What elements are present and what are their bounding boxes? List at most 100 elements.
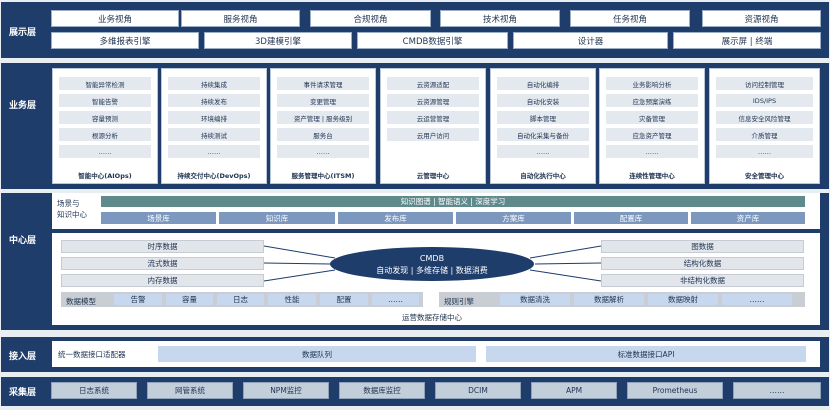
engine-3d[interactable]: 3D建模引擎 xyxy=(204,32,352,49)
card-continuity[interactable]: 业务影响分析 应急预案演练 灾备管理 应急资产管理 …… 连续性管理中心 xyxy=(599,68,705,184)
model-performance[interactable]: 性能 xyxy=(268,294,316,305)
card-item: 云运营管理 xyxy=(387,111,479,124)
card-item: 信息安全风险管理 xyxy=(716,111,813,124)
data-queue[interactable]: 数据队列 xyxy=(158,346,476,362)
knowledge-bar: 知识图谱 | 智能语义 | 深度学习 xyxy=(101,196,805,207)
collect-prometheus[interactable]: Prometheus xyxy=(627,382,723,399)
card-item: 持续测试 xyxy=(168,128,260,141)
card-item: 服务台 xyxy=(277,128,369,141)
card-item: 访问控制管理 xyxy=(716,77,813,90)
card-item: …… xyxy=(606,145,698,158)
card-title: 自动化执行中心 xyxy=(520,172,566,180)
card-item: …… xyxy=(277,145,369,158)
display-terminal[interactable]: 展示屏 | 终端 xyxy=(673,32,821,49)
card-itsm[interactable]: 事件请求管理 变更管理 资产管理 | 服务级别 服务台 …… 服务管理中心(IT… xyxy=(270,68,376,184)
card-item: 持续发布 xyxy=(168,94,260,107)
library-solution[interactable]: 方案库 xyxy=(456,212,571,224)
engine-report[interactable]: 多维报表引擎 xyxy=(51,32,199,49)
view-technology[interactable]: 技术视角 xyxy=(440,10,560,27)
right-data-structured[interactable]: 结构化数据 xyxy=(601,257,804,270)
rule-mapping[interactable]: 数据映射 xyxy=(648,294,718,305)
view-compliance[interactable]: 合规视角 xyxy=(310,10,431,27)
view-service[interactable]: 服务视角 xyxy=(181,10,300,27)
access-layer-label: 接入层 xyxy=(9,352,37,362)
storage-center-label: 运营数据存储中心 xyxy=(402,313,462,322)
display-layer-label: 展示层 xyxy=(9,28,37,38)
card-item: 资产管理 | 服务级别 xyxy=(277,111,369,124)
card-item: 灾备管理 xyxy=(606,111,698,124)
model-config[interactable]: 配置 xyxy=(320,294,368,305)
rule-more[interactable]: …… xyxy=(722,294,792,305)
model-capacity[interactable]: 容量 xyxy=(166,294,213,305)
card-item: …… xyxy=(497,145,589,158)
rule-cleaning[interactable]: 数据清洗 xyxy=(500,294,570,305)
engine-cmdb[interactable]: CMDB数据引擎 xyxy=(357,32,508,49)
collect-more[interactable]: …… xyxy=(733,382,821,399)
cmdb-subtitle: 自动发现 | 多维存储 | 数据消费 xyxy=(376,266,488,275)
card-title: 连续性管理中心 xyxy=(629,172,675,180)
collect-layer-label: 采集层 xyxy=(9,388,37,398)
cmdb-title[interactable]: CMDB xyxy=(419,254,445,263)
left-data-memory[interactable]: 内存数据 xyxy=(61,274,264,287)
collect-log[interactable]: 日志系统 xyxy=(51,382,137,399)
collect-apm[interactable]: APM xyxy=(531,382,617,399)
view-resource[interactable]: 资源视角 xyxy=(702,10,821,27)
library-asset[interactable]: 资产库 xyxy=(691,212,805,224)
left-data-timeseries[interactable]: 时序数据 xyxy=(61,240,264,253)
library-scene[interactable]: 场景库 xyxy=(101,212,216,224)
card-title: 云管理中心 xyxy=(416,172,450,180)
center-layer-label: 中心层 xyxy=(9,236,37,246)
view-task[interactable]: 任务视角 xyxy=(570,10,690,27)
card-item: 云资源适配 xyxy=(387,77,479,90)
card-item: 环境编排 xyxy=(168,111,260,124)
card-item: …… xyxy=(59,145,151,158)
card-item: …… xyxy=(168,145,260,158)
right-data-unstructured[interactable]: 非结构化数据 xyxy=(601,274,804,287)
collect-npm[interactable]: NPM监控 xyxy=(243,382,329,399)
card-item: 业务影响分析 xyxy=(606,77,698,90)
model-more[interactable]: …… xyxy=(372,294,419,305)
right-data-graph[interactable]: 图数据 xyxy=(601,240,804,253)
rule-engine-label: 规则引擎 xyxy=(444,297,474,306)
scene-knowledge-label: 场景与 知识中心 xyxy=(57,199,87,219)
card-aiops[interactable]: 智能异常检测 智能告警 容量预测 根源分析 …… 智能中心(AIOps) xyxy=(52,68,158,184)
card-item: 智能告警 xyxy=(59,94,151,107)
card-item: 自动化采集与备份 xyxy=(497,128,589,141)
data-api[interactable]: 标准数据接口API xyxy=(486,346,806,362)
library-release[interactable]: 发布库 xyxy=(338,212,453,224)
cmdb-ellipse xyxy=(330,247,534,281)
card-item: 容量预测 xyxy=(59,111,151,124)
left-data-stream[interactable]: 流式数据 xyxy=(61,257,264,270)
card-devops[interactable]: 持续集成 持续发布 环境编排 持续测试 …… 持续交付中心(DevOps) xyxy=(161,68,267,184)
rule-parsing[interactable]: 数据解析 xyxy=(574,294,644,305)
library-config[interactable]: 配置库 xyxy=(574,212,688,224)
data-model-label: 数据模型 xyxy=(66,297,96,306)
card-item: 自动化编排 xyxy=(497,77,589,90)
collect-network[interactable]: 网管系统 xyxy=(147,382,233,399)
card-automation[interactable]: 自动化编排 自动化安装 脚本管理 自动化采集与备份 …… 自动化执行中心 xyxy=(490,68,596,184)
card-item: 智能异常检测 xyxy=(59,77,151,90)
designer[interactable]: 设计器 xyxy=(513,32,668,49)
card-item: 云资源管理 xyxy=(387,94,479,107)
card-title: 持续交付中心(DevOps) xyxy=(177,172,251,180)
card-item: 事件请求管理 xyxy=(277,77,369,90)
card-security[interactable]: 访问控制管理 IDS/IPS 信息安全风险管理 介质管理 …… 安全管理中心 xyxy=(709,68,820,184)
library-knowledge[interactable]: 知识库 xyxy=(219,212,335,224)
card-title: 智能中心(AIOps) xyxy=(78,172,132,180)
collect-database[interactable]: 数据库监控 xyxy=(339,382,425,399)
collect-dcim[interactable]: DCIM xyxy=(435,382,521,399)
card-item: 云用户访问 xyxy=(387,128,479,141)
card-item: IDS/IPS xyxy=(716,94,813,107)
card-item: 根源分析 xyxy=(59,128,151,141)
business-layer-label: 业务层 xyxy=(9,101,37,111)
card-item: 介质管理 xyxy=(716,128,813,141)
card-item: 变更管理 xyxy=(277,94,369,107)
card-item: 自动化安装 xyxy=(497,94,589,107)
model-alert[interactable]: 告警 xyxy=(114,294,162,305)
card-title: 服务管理中心(ITSM) xyxy=(291,172,355,180)
view-business[interactable]: 业务视角 xyxy=(51,10,179,27)
card-cloud[interactable]: 云资源适配 云资源管理 云运营管理 云用户访问 云管理中心 xyxy=(380,68,486,184)
card-item: 脚本管理 xyxy=(497,111,589,124)
model-log[interactable]: 日志 xyxy=(217,294,264,305)
